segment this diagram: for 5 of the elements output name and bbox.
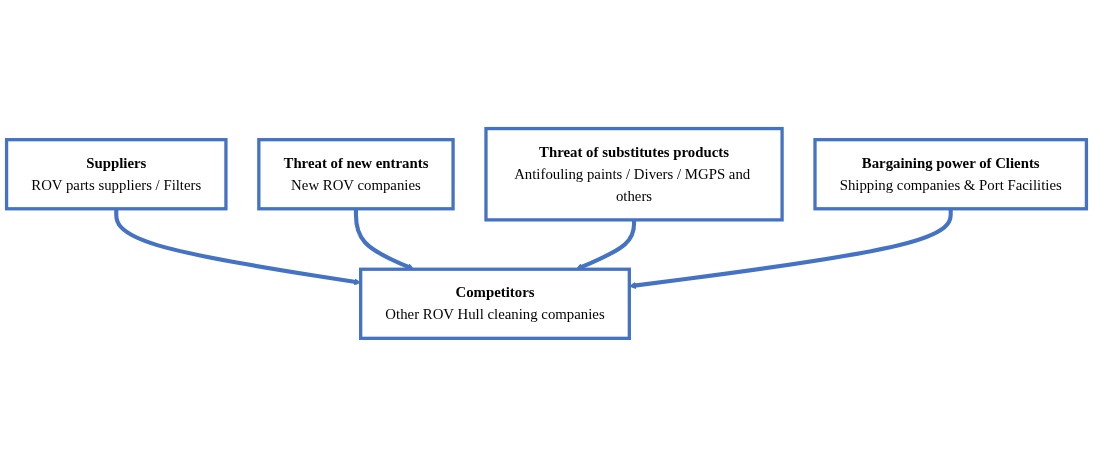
node-box: Bargaining power of Clients Shipping companies & Port Facilities	[813, 138, 1089, 211]
node-box: Competitors Other ROV Hull cleaning companies	[359, 267, 631, 340]
node-box: Threat of substitutes products Antifouling paints / Divers / MGPS and others	[484, 127, 784, 222]
node-box: Threat of new entrants New ROV companies	[257, 138, 455, 211]
node-box: Suppliers ROV parts suppliers / Filters	[4, 138, 228, 211]
